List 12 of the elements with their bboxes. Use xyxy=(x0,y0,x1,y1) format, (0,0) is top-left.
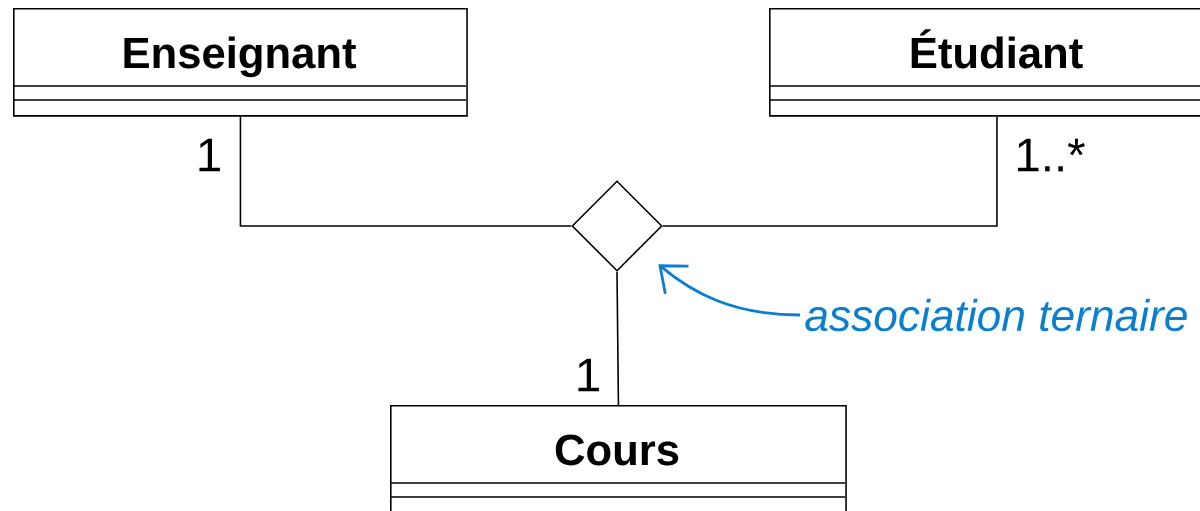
connector-line xyxy=(616,271,620,406)
connector-line xyxy=(662,115,998,227)
class-box: Enseignant xyxy=(12,8,468,117)
class-box: Étudiant xyxy=(768,8,1200,117)
multiplicity-label: 1..* xyxy=(1018,138,1085,172)
connector-line xyxy=(239,115,572,227)
class-box: Cours xyxy=(389,405,847,511)
multiplicity-label: 1 xyxy=(199,138,220,172)
note-text: association ternaire xyxy=(805,298,1187,332)
multiplicity-label: 1 xyxy=(578,358,599,392)
diamond-shape xyxy=(571,180,663,272)
arrow xyxy=(658,264,801,317)
